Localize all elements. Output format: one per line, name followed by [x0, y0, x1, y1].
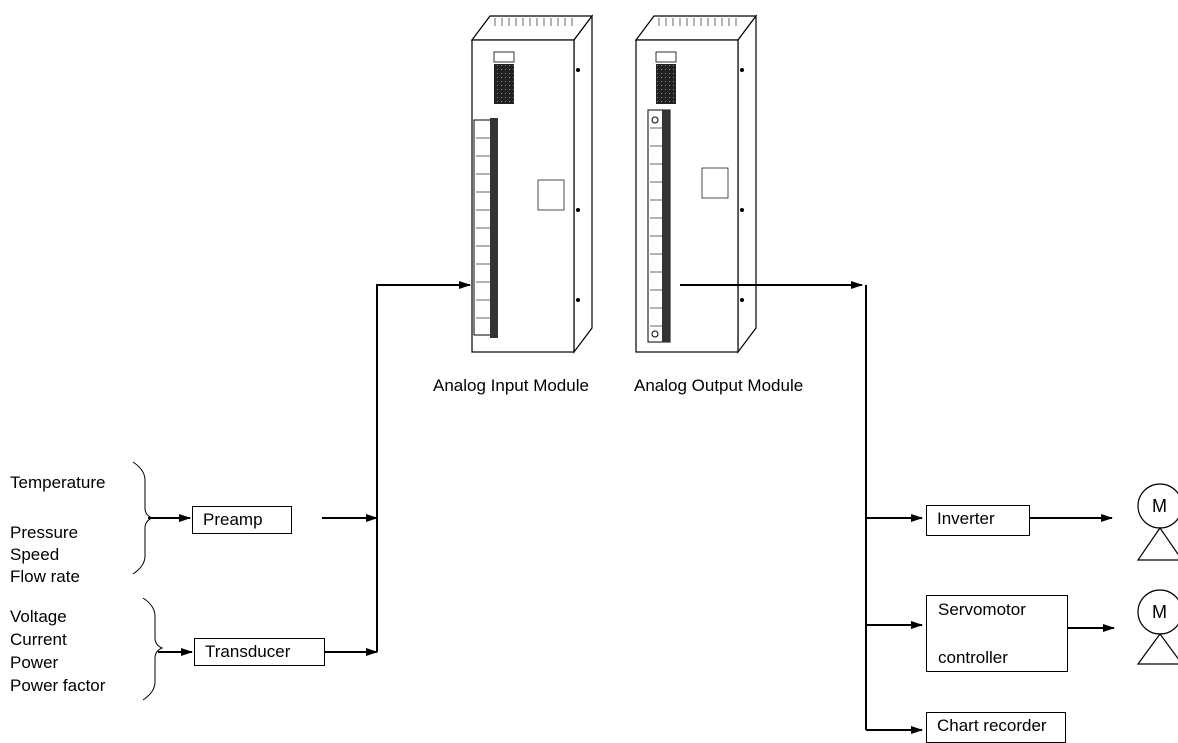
motor2-label: M [1152, 602, 1167, 622]
transducer-box: Transducer [194, 638, 325, 666]
servomotor-controller-line1: Servomotor [938, 600, 1026, 619]
input-label-flow-rate: Flow rate [10, 567, 80, 586]
chart-recorder-box: Chart recorder [926, 712, 1066, 743]
inverter-box: Inverter [926, 505, 1030, 536]
motor1-drawing [1136, 483, 1178, 561]
motor1-label: M [1152, 496, 1167, 516]
preamp-box: Preamp [192, 506, 292, 534]
input-label-voltage: Voltage [10, 607, 67, 626]
servomotor-controller-box: Servomotor controller [926, 595, 1068, 672]
servomotor-controller-line2: controller [938, 648, 1008, 667]
input-label-temperature: Temperature [10, 473, 106, 492]
analog-output-module-drawing [634, 14, 758, 354]
input-label-power: Power [10, 653, 59, 672]
analog-output-module-label: Analog Output Module [634, 376, 804, 395]
input-label-power-factor: Power factor [10, 676, 106, 695]
analog-input-module-label: Analog Input Module [433, 376, 589, 395]
input-label-speed: Speed [10, 545, 60, 564]
motor2-drawing [1136, 589, 1178, 665]
analog-input-module-drawing [470, 14, 594, 354]
input-label-pressure: Pressure [10, 523, 79, 542]
input-group2-brace [142, 597, 164, 701]
input-label-current: Current [10, 630, 67, 649]
